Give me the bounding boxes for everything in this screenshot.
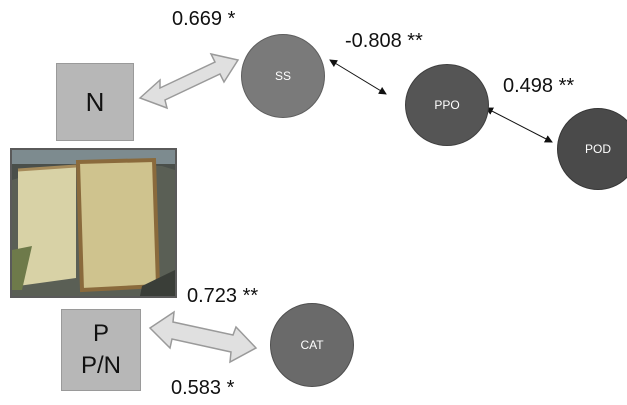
n-box: N [56, 63, 134, 141]
n-box-label: N [85, 86, 105, 117]
arrow-ppo-pod [485, 107, 553, 143]
node-cat-label: CAT [300, 338, 324, 352]
node-pod-label: POD [584, 142, 611, 156]
edge-label-ppo-pod: 0.498 ** [503, 75, 575, 97]
edge-label-n-ss: 0.669 * [172, 8, 236, 30]
double-arrow-p-cat [148, 310, 258, 364]
fruit-photo-image [12, 150, 175, 296]
node-cat: CAT [270, 303, 354, 387]
p-box: P P/N [61, 309, 141, 391]
double-arrow-n-ss [138, 52, 240, 110]
node-ppo: PPO [405, 64, 489, 146]
edge-label-pn-cat: 0.583 * [171, 377, 235, 399]
edge-label-ss-ppo: -0.808 ** [345, 30, 423, 52]
node-ppo-label: PPO [434, 98, 460, 112]
fruit-photo [10, 148, 177, 298]
edge-label-p-cat: 0.723 ** [187, 285, 259, 307]
p-box-line2: P/N [80, 352, 121, 379]
node-pod: POD [557, 108, 627, 190]
p-box-line1: P [92, 320, 109, 347]
node-ss: SS [241, 34, 325, 118]
arrow-ss-ppo [329, 59, 387, 95]
node-ss-label: SS [274, 69, 291, 83]
